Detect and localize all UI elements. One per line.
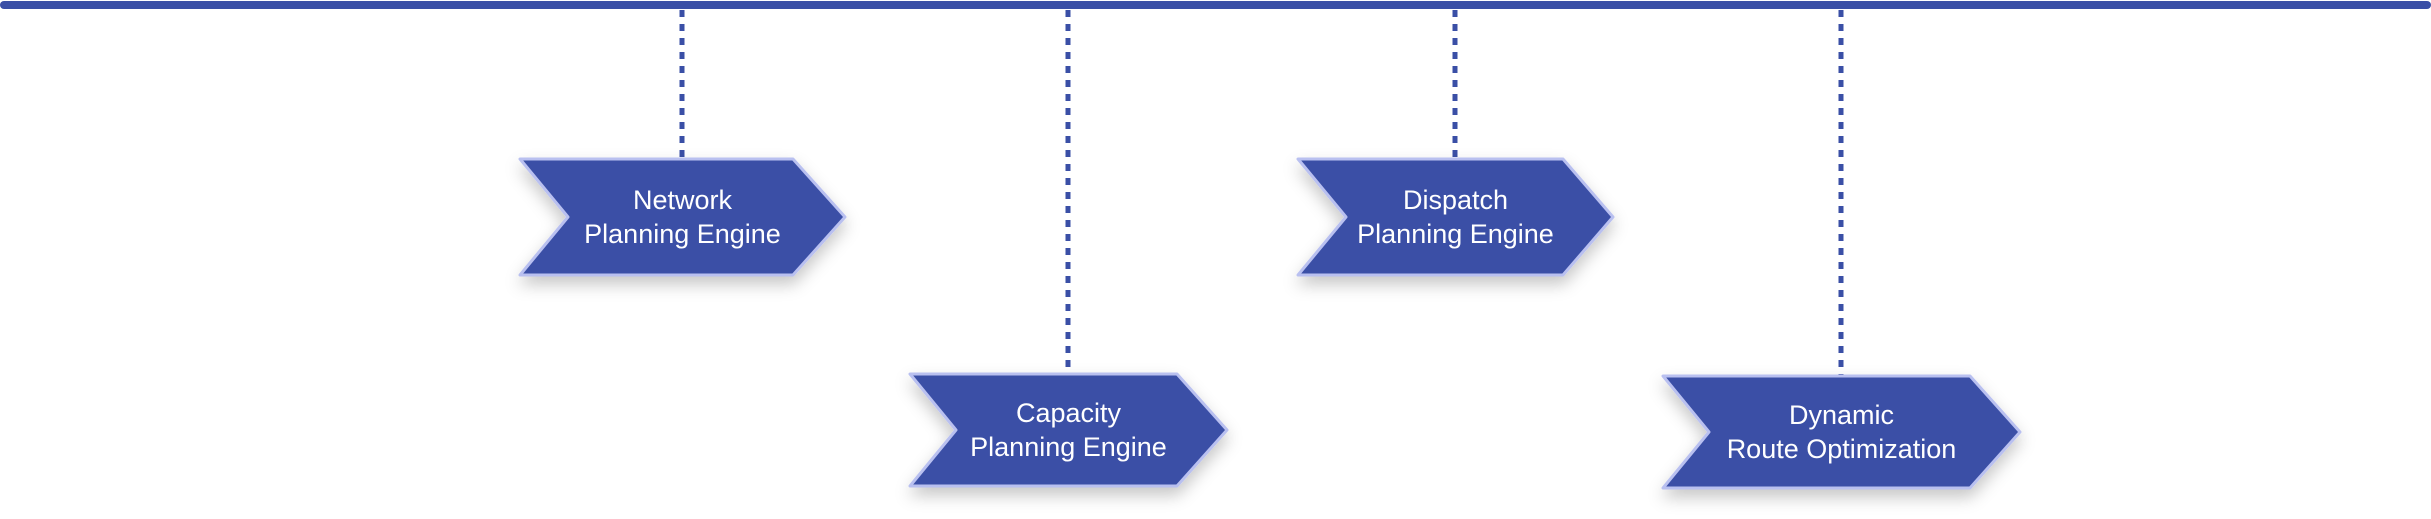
chevron-group xyxy=(518,157,2022,490)
chevron-step-dispatch xyxy=(1296,157,1615,277)
chevron-step-network xyxy=(518,157,847,277)
connector-group xyxy=(679,10,1844,376)
chevron-step-dynamic xyxy=(1661,374,2022,490)
chevron-step-capacity xyxy=(908,372,1229,488)
